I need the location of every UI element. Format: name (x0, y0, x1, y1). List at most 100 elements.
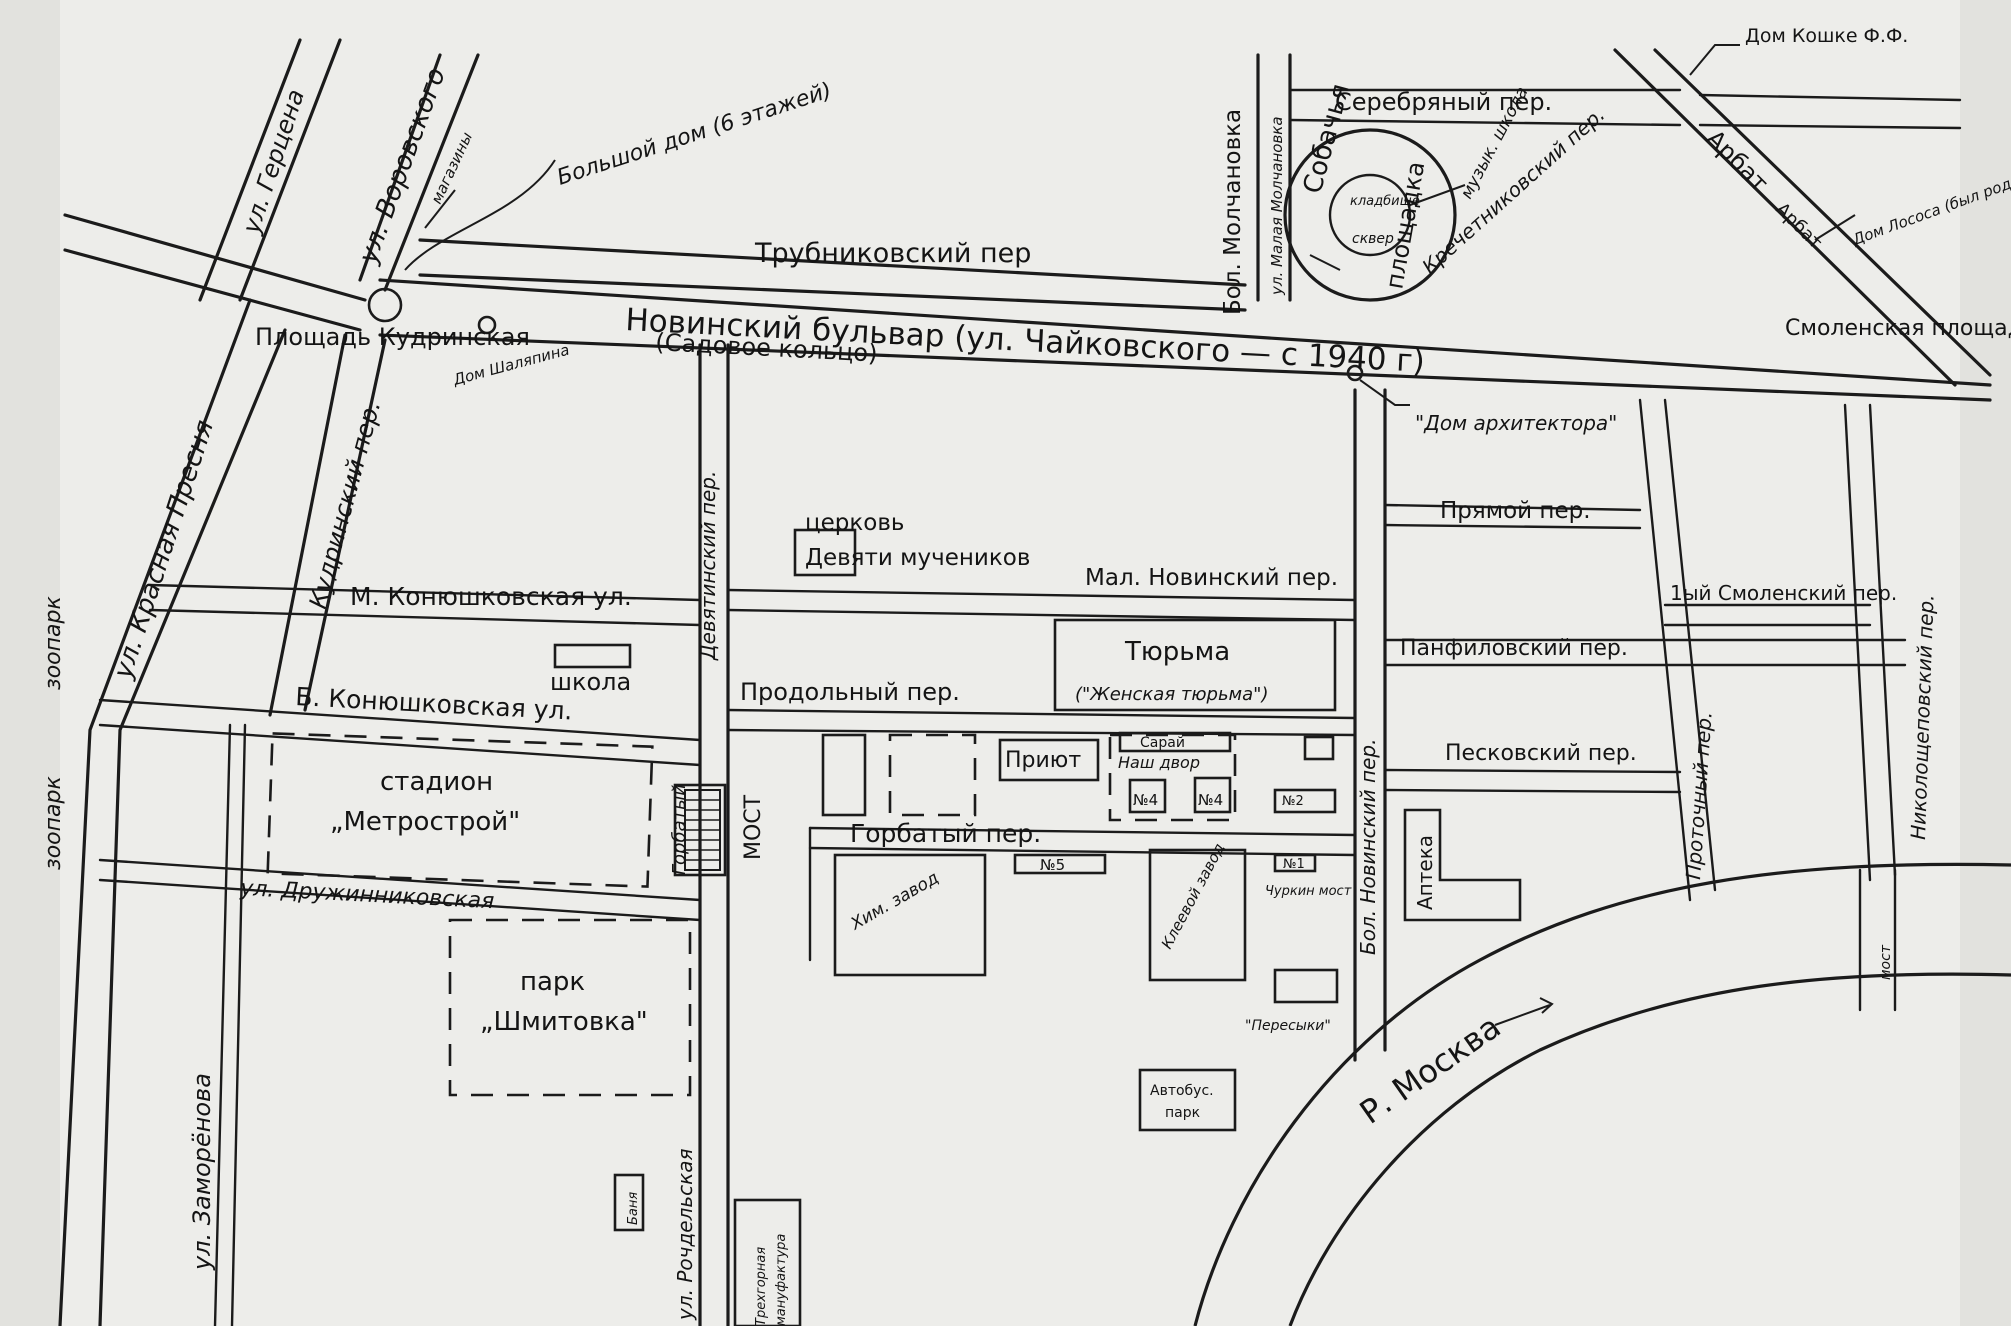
label-architect-house: "Дом архитектора" (1415, 411, 1617, 435)
banya-building (613, 1173, 645, 1232)
druzhinnikovskaya-a (98, 858, 702, 902)
stadium-metrostroy (266, 732, 654, 888)
label-m-konyushk: М. Конюшковская ул. (350, 582, 632, 611)
label-tryohgornaya: Трехгорная (754, 1247, 769, 1326)
arrow-bolshoy-dom (404, 159, 556, 271)
label-saray: Сарай (1140, 735, 1185, 751)
bakery-block (821, 733, 867, 817)
kudrinsky-b (303, 338, 387, 712)
label-devyatinsky: Девятинский пер. (696, 471, 720, 661)
label-trubnikovsky: Трубниковский пер (754, 238, 1031, 269)
novinsky-boulevard-b (378, 333, 1992, 402)
house-n2 (1273, 788, 1337, 814)
label-molchanovka: Бол. Молчановка (1220, 109, 1246, 315)
label-smolensky1: 1ый Смоленский пер. (1670, 581, 1897, 605)
chem-plant (833, 853, 987, 977)
arbat-b (1653, 48, 1992, 377)
label-shmitovka: „Шмитовка" (480, 1007, 648, 1037)
house-n5 (1013, 853, 1107, 875)
label-tserkov: церковь (805, 510, 904, 536)
glue-plant (1148, 848, 1247, 982)
major-roads (58, 38, 1992, 1326)
prison-building (1053, 618, 1337, 712)
label-chernyshevsky: Чуркин мост (1265, 884, 1352, 899)
architect-house-circle (1346, 364, 1364, 382)
label-bol-novinsky: Бол. Новинский пер. (1356, 739, 1380, 955)
kudrinsky-a (268, 333, 347, 717)
peskovsky-a (1383, 768, 1682, 774)
river-flow-arrow (1494, 997, 1554, 1026)
label-avtobaza: Автобус. (1150, 1083, 1214, 1099)
trubnikovsky-a (418, 238, 1247, 287)
b-konyushkovskaya-a (98, 698, 702, 742)
serebryany-b (1288, 118, 1682, 127)
nash-dvor-area (1108, 733, 1237, 822)
pharmacy-building (1403, 808, 1522, 922)
priyut-building (998, 738, 1100, 782)
label-zoopark-1: зоопарк (41, 596, 66, 690)
label-n5: №5 (1040, 856, 1065, 874)
staroakonyush-b (1698, 123, 1962, 130)
gorbaty-a (808, 826, 1357, 837)
label-manufaktura: мануфактура (774, 1234, 789, 1326)
b-konyushkovskaya-b (98, 723, 702, 767)
m-konyushkovskaya-a (148, 583, 702, 602)
label-prodolny: Продольный пер. (740, 678, 960, 706)
label-tyurma-sub: ("Женская тюрьма") (1075, 684, 1268, 705)
label-zoopark-2: зоопарк (41, 776, 66, 870)
mal-novinsky-a (726, 588, 1357, 602)
kudrinskaya-circle (367, 287, 403, 323)
saray-building (1118, 731, 1232, 753)
river-bank-outer (1193, 862, 2011, 1326)
label-kudrinskaya-square: Площадь Кудринская (255, 323, 530, 351)
label-n4b: №4 (1198, 791, 1223, 809)
prodolny-a (726, 708, 1357, 720)
krasnaya-presnya-a (58, 298, 252, 1326)
footbridge (684, 789, 721, 871)
sobachya-square-ring (1283, 128, 1457, 302)
vorovsky-road-b (358, 53, 442, 282)
arrow-koshke (1689, 44, 1740, 76)
borodinsky-bridge (1858, 868, 1897, 1012)
label-devyati-muchenikov: Девяти мучеников (805, 545, 1030, 571)
povarskaya-road-b (63, 248, 362, 332)
protochny-a (1638, 398, 1692, 902)
school-building (553, 643, 632, 669)
house-n4b (1193, 776, 1232, 814)
shalyapin-marker (477, 315, 497, 335)
protochny-b (1663, 398, 1717, 892)
label-most: МОСТ (741, 794, 766, 860)
nikoloshch-b (1868, 403, 1897, 877)
label-tyurma: Тюрьма (1124, 637, 1230, 667)
label-mal-novinsky: Мал. Новинский пер. (1085, 565, 1338, 591)
pereseki-building (1273, 968, 1339, 1004)
prodolny-b (726, 728, 1357, 737)
label-panfilovsky: Панфиловский пер. (1400, 636, 1628, 661)
label-metrostroy: „Метрострой" (330, 807, 520, 837)
church-building (793, 528, 857, 577)
label-shkola: школа (550, 668, 631, 696)
label-mal-molchanovka: ул. Малая Молчановка (1268, 116, 1286, 296)
yard-dashed (888, 733, 977, 817)
m-konyushkovskaya-b (148, 608, 702, 627)
label-serebryany: Серебряный пер. (1335, 88, 1552, 116)
herzen-road-a (238, 38, 342, 302)
label-gorbaty: Горбатый пер. (850, 819, 1041, 848)
pryamoy-a (1383, 503, 1642, 512)
nikoloshch-a (1843, 403, 1872, 882)
pryamoy-b (1383, 523, 1642, 530)
peskovsky-b (1383, 788, 1682, 794)
river-bank-inner (1288, 972, 2011, 1326)
krasnaya-presnya-b (98, 328, 287, 1326)
novinsky-boulevard-a (378, 278, 1992, 387)
house-n4a (1128, 778, 1167, 814)
bridge-block (673, 783, 727, 877)
label-avtobaza-park: парк (1165, 1105, 1200, 1121)
label-apteka: Аптека (1413, 835, 1437, 910)
small-shed (1303, 735, 1335, 761)
label-nash-dvor: Наш двор (1118, 753, 1200, 772)
label-stadion: стадион (380, 767, 493, 797)
